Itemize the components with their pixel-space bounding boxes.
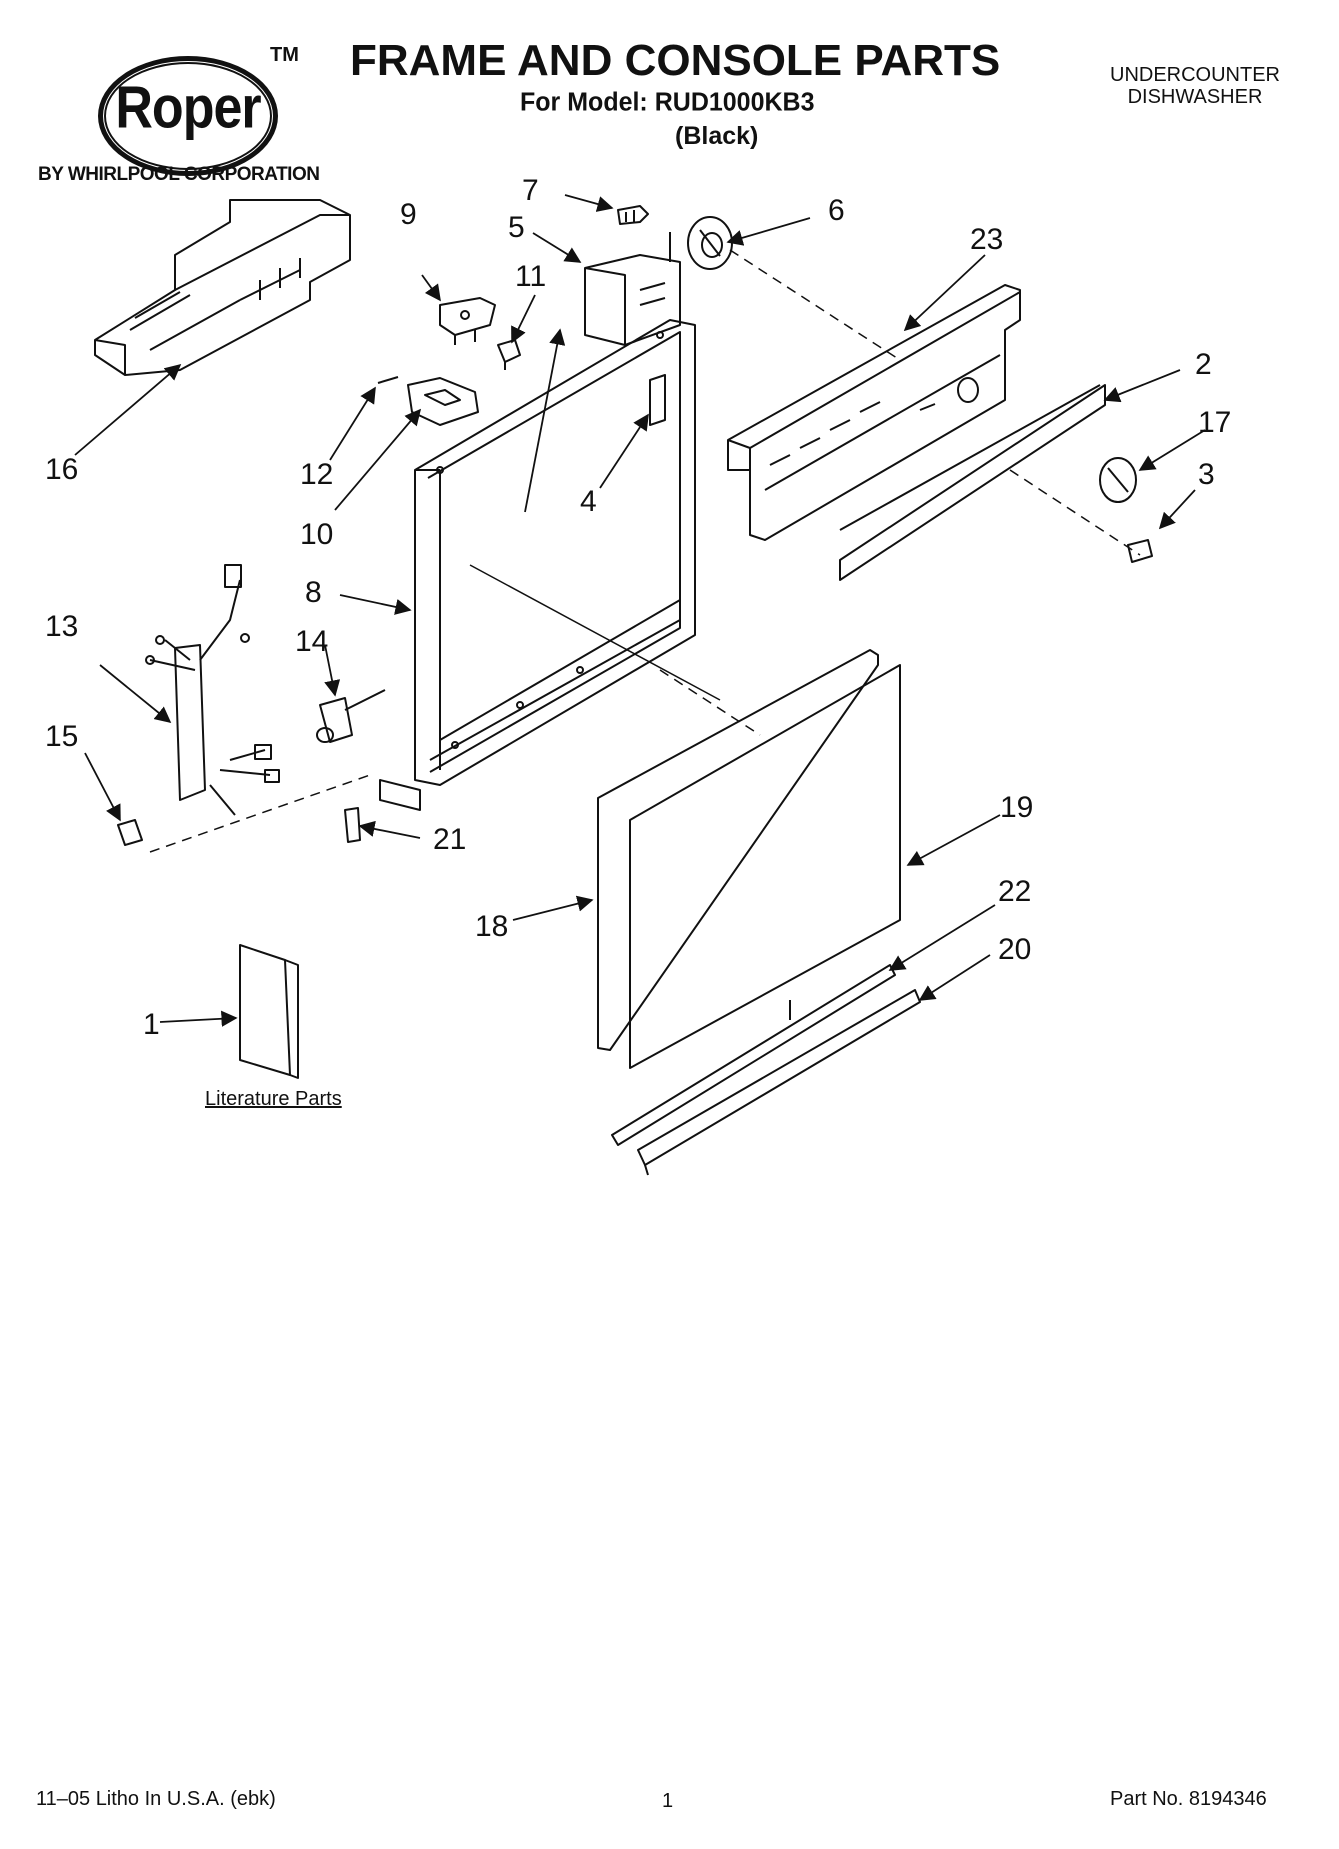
part-17-knob <box>1099 457 1137 503</box>
callout-2: 2 <box>1195 348 1212 381</box>
callout-8: 8 <box>305 576 322 609</box>
callout-22: 22 <box>998 875 1032 908</box>
part-19-inner-panel <box>629 664 901 1069</box>
callout-9: 9 <box>400 198 417 231</box>
part-21-clip <box>344 807 361 843</box>
part-23-control-panel <box>727 284 1021 541</box>
callout-4: 4 <box>580 485 597 518</box>
product-type: UNDERCOUNTER DISHWASHER <box>1085 64 1305 108</box>
callout-19: 19 <box>1000 791 1034 824</box>
page-number: 1 <box>662 1790 674 1812</box>
part-14-sensor <box>316 689 386 743</box>
part-13-harness <box>145 564 280 816</box>
part-2-overlay <box>839 384 1106 581</box>
trademark-mark: TM <box>270 44 299 66</box>
part-20-trim <box>637 989 921 1176</box>
alignment-line-solid <box>469 564 721 701</box>
footer-litho: 11–05 Litho In U.S.A. (ebk) <box>36 1788 276 1810</box>
callout-11: 11 <box>515 260 547 293</box>
logo-oval <box>98 56 278 176</box>
part-18-outer-panel <box>597 649 879 1051</box>
leader-arrows <box>74 194 1206 1027</box>
roper-logo: Roper TM <box>70 40 320 210</box>
part-16-console-cover <box>94 199 351 376</box>
callout-20: 20 <box>998 933 1032 966</box>
callout-13: 13 <box>45 610 79 643</box>
literature-parts-label: Literature Parts <box>205 1088 342 1110</box>
logo-oval-inner <box>104 62 272 170</box>
part-12-pin <box>377 376 399 384</box>
part-15-screw <box>117 819 143 846</box>
callout-17: 17 <box>1198 406 1232 439</box>
part-10-bracket <box>407 377 479 426</box>
callout-3: 3 <box>1198 458 1215 491</box>
callout-7: 7 <box>522 174 539 207</box>
callout-5: 5 <box>508 211 525 244</box>
callout-18: 18 <box>475 910 509 943</box>
page-title: FRAME AND CONSOLE PARTS <box>350 36 1001 85</box>
product-line-2: DISHWASHER <box>1127 86 1263 108</box>
callout-10: 10 <box>300 518 334 551</box>
callout-15: 15 <box>45 720 79 753</box>
model-label: For Model: RUD1000KB3 <box>520 87 815 117</box>
logo-wordmark: Roper <box>115 74 261 142</box>
part-8-door-frame <box>379 319 696 811</box>
product-line-1: UNDERCOUNTER <box>1110 64 1280 86</box>
part-3-button <box>1127 539 1153 563</box>
part-5-timer <box>584 232 681 346</box>
callout-23: 23 <box>970 223 1004 256</box>
alignment-lines <box>149 249 1141 853</box>
callout-1: 1 <box>143 1008 160 1041</box>
callout-21: 21 <box>433 823 467 856</box>
part-1-literature <box>239 944 299 1079</box>
callout-14: 14 <box>295 625 329 658</box>
callout-6: 6 <box>828 194 845 227</box>
part-6-cam <box>687 216 733 270</box>
corporation-label: BY WHIRLPOOL CORPORATION <box>38 164 320 185</box>
part-22-trim <box>611 964 896 1146</box>
part-number: Part No. 8194346 <box>1110 1788 1267 1810</box>
part-9-switch <box>439 297 496 345</box>
color-label: (Black) <box>675 122 759 150</box>
part-7-screw <box>617 205 649 225</box>
part-11-switch <box>497 339 521 370</box>
callout-16: 16 <box>45 453 79 486</box>
callout-12: 12 <box>300 458 334 491</box>
